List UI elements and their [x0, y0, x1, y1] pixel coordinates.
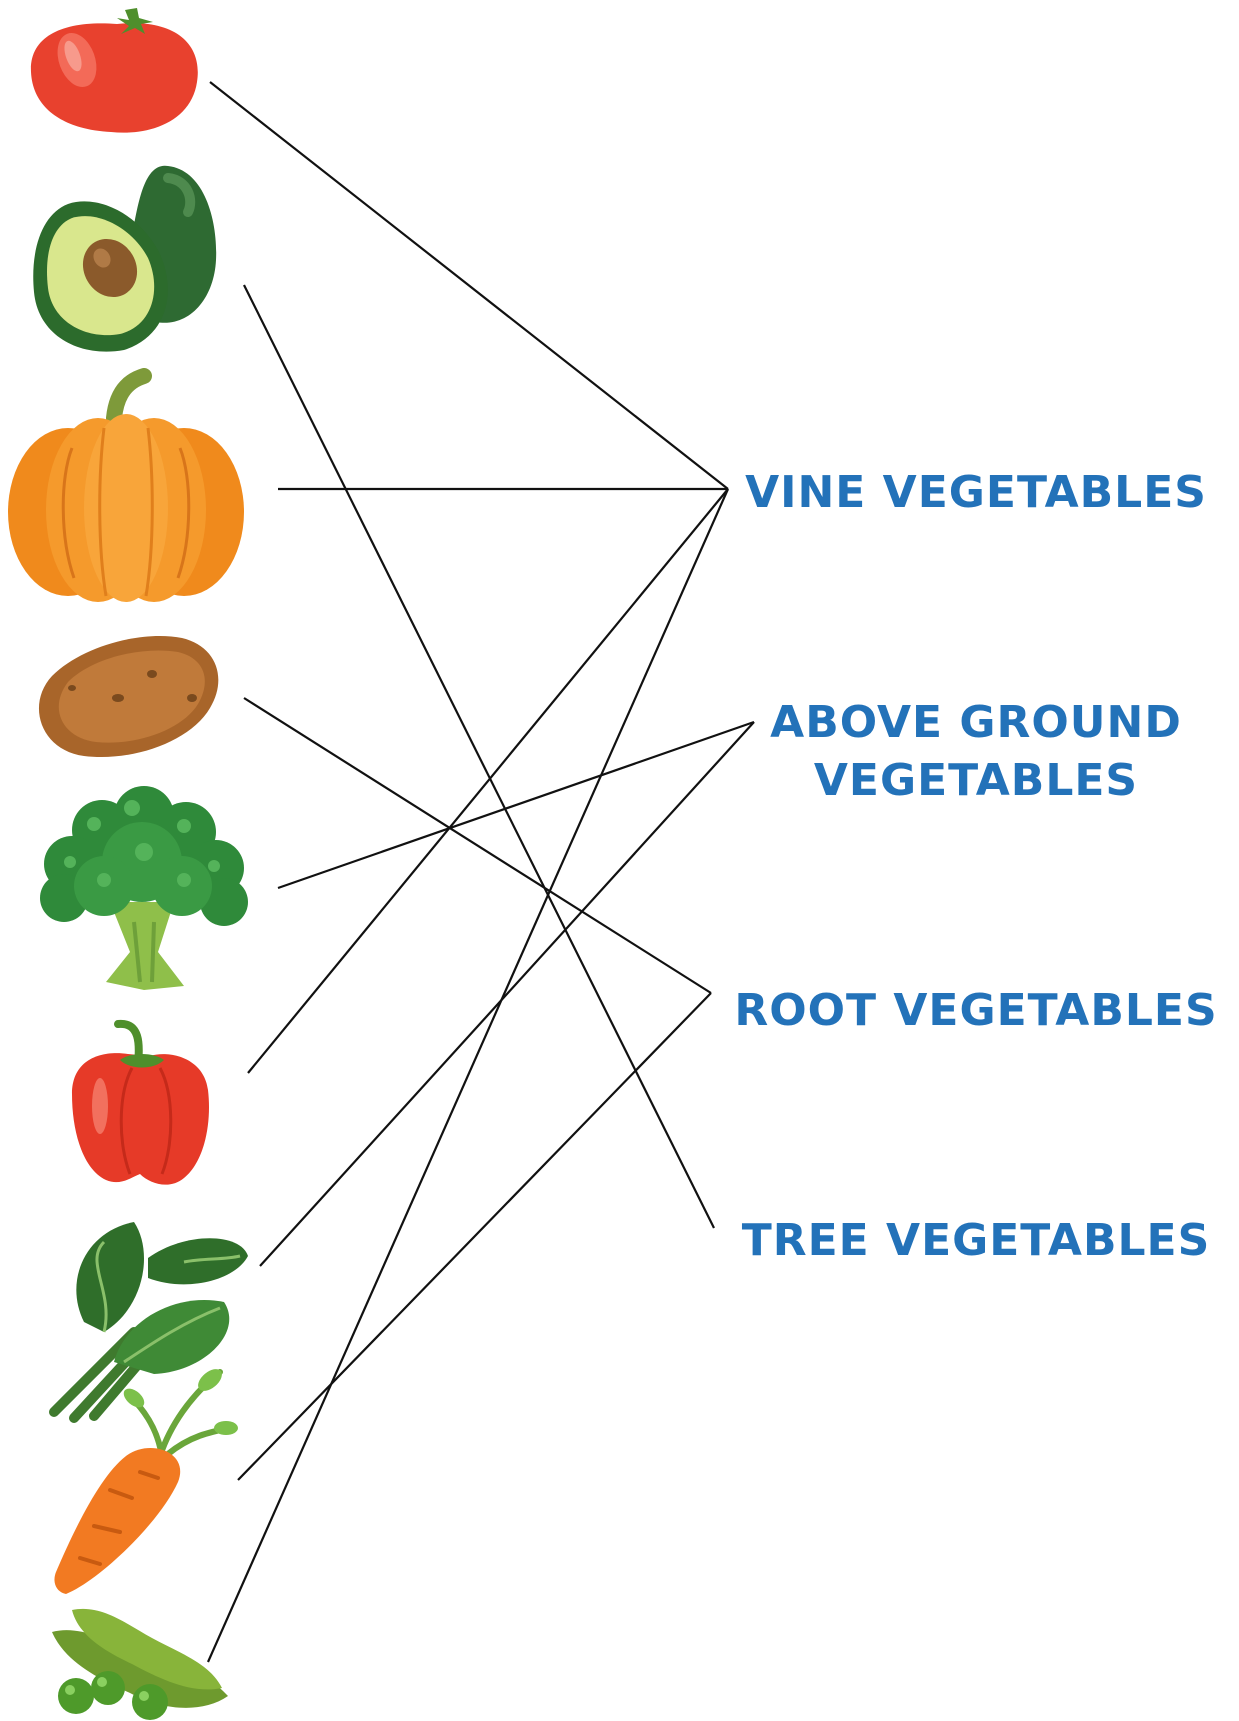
category-root-vegetables: ROOT VEGETABLES	[726, 982, 1226, 1040]
connector-line	[248, 489, 728, 1073]
broccoli-icon	[34, 782, 250, 994]
category-label-line1: ABOVE GROUND	[726, 694, 1226, 752]
connector-line	[278, 722, 754, 888]
connector-line	[208, 489, 728, 1662]
bell-pepper-icon	[70, 1014, 214, 1192]
connector-line	[260, 722, 754, 1266]
category-vine-vegetables: VINE VEGETABLES	[726, 464, 1226, 522]
pumpkin-icon	[4, 368, 248, 608]
category-label-line1: VINE VEGETABLES	[726, 464, 1226, 522]
connector-line	[210, 82, 728, 489]
carrot-icon	[50, 1366, 240, 1596]
connector-line	[244, 698, 711, 993]
connector-line	[244, 285, 714, 1228]
category-above-ground-vegetables: ABOVE GROUND VEGETABLES	[726, 694, 1226, 810]
tomato-icon	[25, 4, 205, 136]
peas-icon	[42, 1604, 234, 1720]
category-label-line1: TREE VEGETABLES	[726, 1212, 1226, 1270]
potato-icon	[32, 632, 224, 764]
category-label-line1: ROOT VEGETABLES	[726, 982, 1226, 1040]
category-tree-vegetables: TREE VEGETABLES	[726, 1212, 1226, 1270]
avocado-icon	[28, 160, 224, 360]
connector-line	[238, 993, 711, 1480]
category-label-line2: VEGETABLES	[726, 752, 1226, 810]
